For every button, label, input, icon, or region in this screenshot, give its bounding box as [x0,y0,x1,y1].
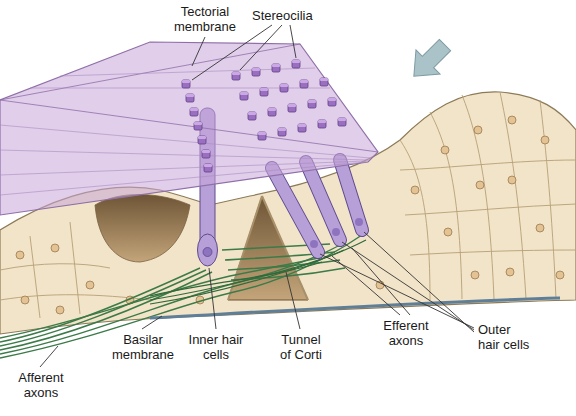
inner-sulcus [95,194,190,262]
part-label: Efferent axons [380,318,432,348]
part-label: Stereocilia [252,8,313,23]
basilar-membrane [150,298,560,318]
part-label: Tunnel of Corti [276,332,326,362]
efferent-axons [150,240,366,304]
part-label: Inner hair cells [188,332,244,362]
direction-arrow [402,33,457,88]
inner-stereocilia [182,80,212,172]
tectorial-membrane [0,42,378,215]
part-label: Tectorial membrane [172,4,238,34]
part-label: Afferent axons [15,370,67,400]
part-label: Basilar membrane [110,332,176,362]
part-label: Outer hair cells [478,322,534,352]
outer-stereocilia [232,60,346,140]
leader-lines [40,25,474,367]
